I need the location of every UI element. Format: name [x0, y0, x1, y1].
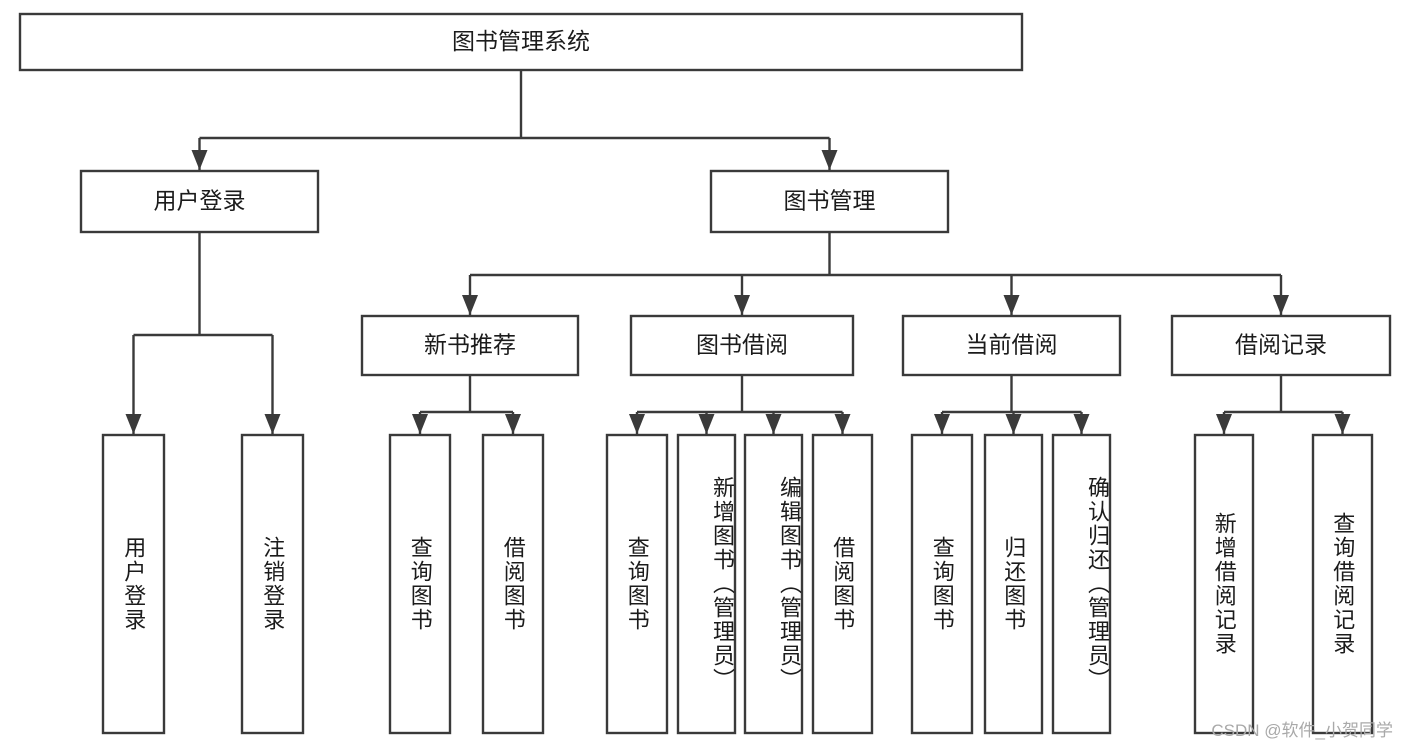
arrow-head-icon-current-borrow-2: [1073, 414, 1090, 434]
node-label-root: 图书管理系统: [452, 28, 590, 54]
node-box-root[interactable]: [18, 12, 1024, 72]
arrow-head-icon-borrow-record-1: [1334, 414, 1351, 434]
node-box-leaf-add-record[interactable]: [1193, 433, 1255, 735]
node-label-book-manage: 图书管理: [784, 188, 876, 214]
arrow-head-icon-user-login-1: [264, 414, 281, 434]
node-box-leaf-add-book[interactable]: [676, 433, 737, 735]
node-box-user-login[interactable]: [79, 169, 320, 234]
node-label-user-login: 用户登录: [154, 188, 246, 214]
arrow-head-icon-book-borrow-3: [834, 414, 851, 434]
node-label-borrow-record: 借阅记录: [1235, 332, 1327, 358]
node-box-leaf-user-logout[interactable]: [240, 433, 305, 735]
node-box-leaf-confirm-return[interactable]: [1051, 433, 1112, 735]
node-label-book-borrow: 图书借阅: [696, 332, 788, 358]
arrow-head-icon-current-borrow-1: [1005, 414, 1022, 434]
arrow-head-icon-book-manage-2: [1003, 295, 1020, 315]
arrow-head-icon-root-1: [821, 150, 838, 170]
node-box-current-borrow[interactable]: [901, 314, 1122, 377]
arrow-head-icon-book-manage-3: [1273, 295, 1289, 315]
node-box-leaf-query-book-rec[interactable]: [388, 433, 452, 735]
node-box-leaf-edit-book[interactable]: [743, 433, 804, 735]
arrow-head-icon-new-book-rec-1: [505, 414, 521, 434]
arrow-head-icon-new-book-rec-0: [412, 414, 428, 434]
node-box-leaf-query-book-current[interactable]: [910, 433, 974, 735]
node-box-leaf-borrow-book[interactable]: [811, 433, 874, 735]
connector-lines: [125, 70, 1351, 434]
arrow-head-icon-book-manage-1: [734, 295, 750, 315]
node-label-current-borrow: 当前借阅: [966, 332, 1058, 358]
node-box-leaf-user-login[interactable]: [101, 433, 166, 735]
arrow-head-icon-root-0: [191, 150, 208, 170]
node-box-book-manage[interactable]: [709, 169, 950, 234]
node-box-leaf-return-book[interactable]: [983, 433, 1044, 735]
node-label-new-book-rec: 新书推荐: [424, 332, 516, 358]
arrow-head-icon-book-borrow-2: [765, 414, 782, 434]
node-box-new-book-rec[interactable]: [360, 314, 580, 377]
arrow-head-icon-borrow-record-0: [1216, 414, 1232, 434]
arrow-head-icon-current-borrow-0: [934, 414, 950, 434]
arrow-head-icon-book-borrow-0: [629, 414, 645, 434]
node-box-leaf-query-book-borrow[interactable]: [605, 433, 669, 735]
node-boxes: [18, 12, 1392, 735]
node-box-leaf-borrow-book-rec[interactable]: [481, 433, 545, 735]
arrow-head-icon-book-manage-0: [462, 295, 478, 315]
arrow-head-icon-book-borrow-1: [698, 414, 715, 434]
node-box-book-borrow[interactable]: [629, 314, 855, 377]
node-box-leaf-query-record[interactable]: [1311, 433, 1374, 735]
node-box-borrow-record[interactable]: [1170, 314, 1392, 377]
arrow-head-icon-user-login-0: [125, 414, 142, 434]
